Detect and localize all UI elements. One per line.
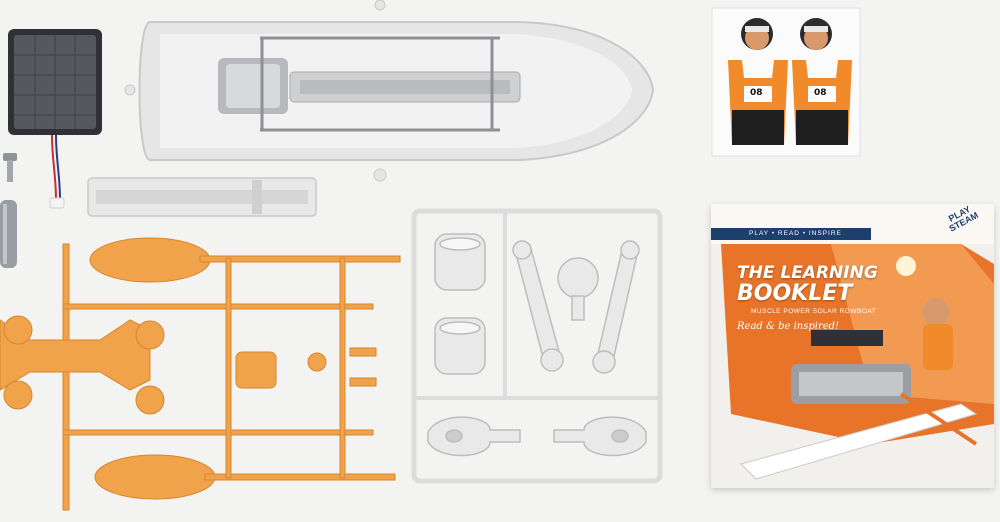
learning-booklet: PLAY • READ • INSPIRE THE LEARNING BOOKL… xyxy=(711,204,994,488)
booklet-art xyxy=(711,244,994,488)
screw-parts xyxy=(0,153,17,268)
sticker-number-left: 08 xyxy=(750,88,763,98)
booklet-title-line1: THE LEARNING xyxy=(737,263,878,283)
booklet-slogan: Read & be inspired! xyxy=(737,321,840,332)
boat-hull xyxy=(124,0,655,182)
solar-panel xyxy=(8,29,102,209)
white-sprue xyxy=(411,208,663,484)
rower-figure-icon xyxy=(922,298,950,326)
rail-part xyxy=(87,177,317,217)
sticker-number-right: 08 xyxy=(814,88,827,98)
solar-panel-icon xyxy=(811,330,883,346)
booklet-tagline: PLAY • READ • INSPIRE xyxy=(711,228,871,240)
sticker-sheet xyxy=(711,7,861,157)
booklet-title: THE LEARNING BOOKLET xyxy=(737,264,878,306)
booklet-subtitle: MUSCLE POWER SOLAR ROWBOAT xyxy=(751,308,877,315)
orange-sprue xyxy=(0,237,401,511)
booklet-title-line2: BOOKLET xyxy=(737,281,853,306)
oar-icon xyxy=(89,237,211,283)
